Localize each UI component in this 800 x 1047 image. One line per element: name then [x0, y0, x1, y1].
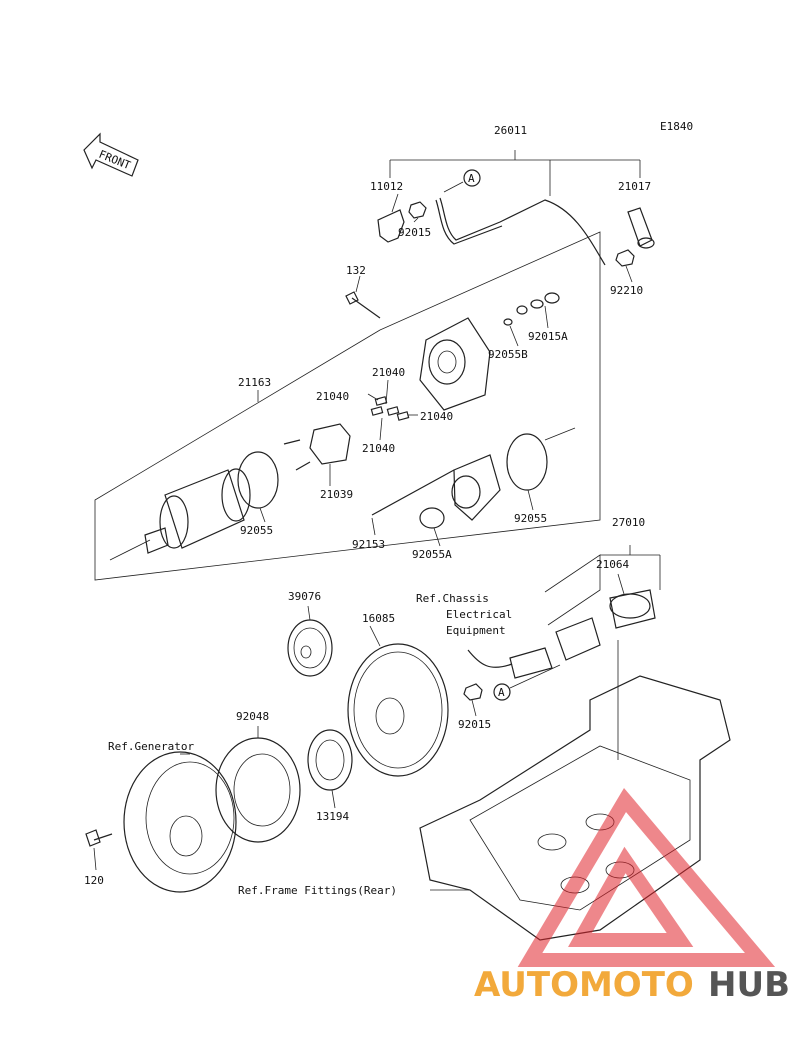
starter-cable-group [377, 150, 655, 326]
leader-lines [93, 193, 633, 891]
part-label-92055-right: 92055 [514, 512, 547, 525]
watermark-text-part1: AUTOMOTO [474, 965, 694, 1005]
ref-chassis-line2: Electrical [446, 608, 512, 621]
part-label-92015-bottom: 92015 [458, 718, 491, 731]
callout-a-top: A [468, 172, 475, 185]
part-labels: 26011 11012 21017 92015 92210 132 92015A… [84, 124, 651, 887]
starter-relay-group [463, 545, 661, 701]
ref-chassis-line1: Ref.Chassis [416, 592, 489, 605]
part-label-120: 120 [84, 874, 104, 887]
ref-labels: Ref.Chassis Electrical Equipment Ref.Gen… [108, 592, 512, 897]
starter-motor-group [94, 231, 601, 581]
ref-generator: Ref.Generator [108, 740, 194, 753]
part-label-132: 132 [346, 264, 366, 277]
part-label-92015a: 92015A [528, 330, 568, 343]
part-label-13194: 13194 [316, 810, 349, 823]
part-label-92055b: 92055B [488, 348, 528, 361]
watermark-text-part2: HUB [708, 965, 790, 1005]
part-label-92210: 92210 [610, 284, 643, 297]
gear-group [85, 619, 449, 893]
callout-a-bottom: A [498, 686, 505, 699]
part-label-21064: 21064 [596, 558, 629, 571]
part-label-21039: 21039 [320, 488, 353, 501]
part-label-92153: 92153 [352, 538, 385, 551]
part-label-92048: 92048 [236, 710, 269, 723]
watermark-logo: AUTOMOTO HUB [474, 787, 790, 1005]
part-label-21040-a: 21040 [372, 366, 405, 379]
part-label-16085: 16085 [362, 612, 395, 625]
front-arrow-icon: FRONT [83, 132, 139, 177]
part-label-21017: 21017 [618, 180, 651, 193]
part-label-92055a: 92055A [412, 548, 452, 561]
ref-frame-fittings: Ref.Frame Fittings(Rear) [238, 884, 397, 897]
part-label-21040-c: 21040 [420, 410, 453, 423]
part-label-21040-d: 21040 [362, 442, 395, 455]
part-label-39076: 39076 [288, 590, 321, 603]
part-label-27010: 27010 [612, 516, 645, 529]
diagram-code: E1840 [660, 120, 693, 133]
part-label-21040-b: 21040 [316, 390, 349, 403]
part-label-92055-left: 92055 [240, 524, 273, 537]
part-label-21163: 21163 [238, 376, 271, 389]
part-label-26011: 26011 [494, 124, 527, 137]
part-label-92015-top: 92015 [398, 226, 431, 239]
part-label-11012: 11012 [370, 180, 403, 193]
ref-chassis-line3: Equipment [446, 624, 506, 637]
